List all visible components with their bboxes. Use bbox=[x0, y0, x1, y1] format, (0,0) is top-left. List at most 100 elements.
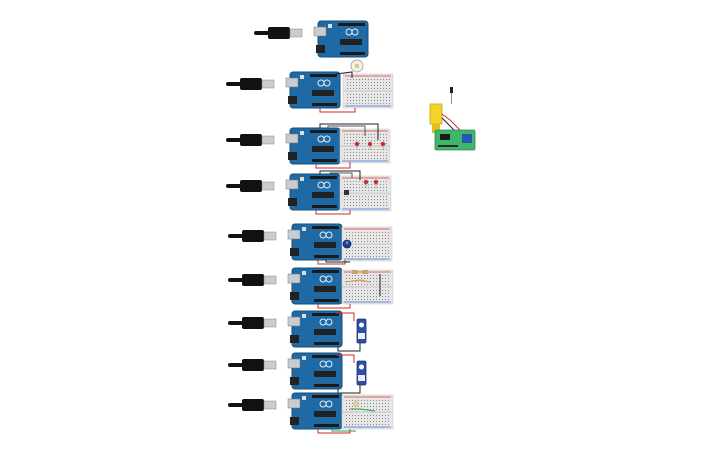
jumper-wire bbox=[325, 260, 350, 263]
microcontroller-chip bbox=[314, 286, 336, 292]
switch[interactable] bbox=[450, 87, 453, 93]
dc-motor[interactable] bbox=[429, 103, 443, 125]
microcontroller-chip bbox=[314, 329, 336, 335]
reset-button bbox=[302, 314, 306, 318]
led[interactable] bbox=[367, 141, 373, 147]
jumper-wire bbox=[331, 429, 356, 432]
power-jack bbox=[290, 292, 299, 300]
led[interactable] bbox=[380, 141, 386, 147]
jumper-wire bbox=[317, 304, 351, 309]
driver-chip bbox=[440, 134, 450, 140]
logo-mark bbox=[323, 181, 331, 189]
analog-header bbox=[314, 299, 339, 302]
power-jack bbox=[290, 248, 299, 256]
usb-port bbox=[285, 77, 299, 88]
breadboard-holes bbox=[346, 400, 389, 425]
jumper-wire bbox=[327, 125, 366, 136]
digital-header bbox=[312, 270, 339, 273]
rgb-led[interactable] bbox=[353, 401, 359, 407]
circuit-arduino-rgb-breadboard[interactable] bbox=[228, 392, 394, 434]
jumper-wire bbox=[315, 162, 351, 169]
power-jack bbox=[288, 198, 297, 206]
usb-plug-body bbox=[242, 230, 264, 242]
analog-header bbox=[312, 159, 337, 162]
sensor bbox=[362, 270, 368, 274]
sensor-lead bbox=[344, 279, 371, 283]
usb-port bbox=[313, 26, 327, 37]
circuit-arduino-servo-b[interactable] bbox=[228, 352, 367, 394]
usb-plug-body bbox=[268, 27, 290, 39]
led[interactable] bbox=[354, 141, 360, 147]
usb-port bbox=[285, 133, 299, 144]
led[interactable] bbox=[373, 179, 379, 185]
jumper-wire bbox=[337, 343, 361, 352]
breadboard-holes bbox=[344, 134, 387, 159]
logo-mark bbox=[325, 400, 333, 408]
breadboard-channel bbox=[340, 192, 391, 195]
logo-mark bbox=[325, 231, 333, 239]
pushbutton[interactable] bbox=[344, 190, 349, 195]
analog-header bbox=[314, 384, 339, 387]
pushbutton-cap bbox=[355, 64, 359, 68]
logo-mark bbox=[323, 79, 331, 87]
microcontroller-chip bbox=[312, 146, 334, 152]
logo-mark bbox=[351, 28, 359, 36]
circuit-arduino-potentiometer[interactable] bbox=[228, 223, 393, 265]
microcontroller-chip bbox=[314, 242, 336, 248]
circuit-arduino-only[interactable] bbox=[254, 20, 369, 58]
circuit-arduino-sensor-leds[interactable] bbox=[228, 267, 394, 309]
breadboard-holes bbox=[347, 79, 390, 104]
logo-mark bbox=[323, 135, 331, 143]
usb-plug-metal bbox=[263, 400, 277, 410]
breadboard-holes bbox=[344, 181, 387, 206]
breadboard-channel bbox=[342, 286, 393, 288]
reset-button bbox=[302, 227, 306, 231]
digital-header bbox=[310, 130, 337, 133]
usb-plug-body bbox=[242, 274, 264, 286]
microcontroller-chip bbox=[340, 39, 362, 45]
terminal-block bbox=[462, 134, 472, 143]
usb-plug-metal bbox=[261, 135, 275, 145]
digital-header bbox=[310, 74, 337, 77]
microcontroller-chip bbox=[312, 192, 334, 198]
usb-port bbox=[287, 316, 301, 327]
power-jack bbox=[290, 417, 299, 425]
servo-horn bbox=[359, 364, 364, 370]
usb-port bbox=[287, 398, 301, 409]
jumper-wire bbox=[319, 108, 356, 113]
motor-driver-assembly[interactable] bbox=[429, 87, 476, 151]
analog-header bbox=[340, 52, 365, 55]
power-jack bbox=[288, 96, 297, 104]
breadboard-channel bbox=[342, 411, 393, 413]
digital-header bbox=[312, 313, 339, 316]
power-jack bbox=[290, 377, 299, 385]
reset-button bbox=[300, 177, 304, 181]
usb-port bbox=[287, 229, 301, 240]
circuit-arduino-three-leds[interactable] bbox=[226, 123, 391, 169]
servo-horn bbox=[359, 322, 364, 328]
circuit-arduino-leds-button[interactable] bbox=[226, 170, 392, 215]
led[interactable] bbox=[363, 179, 369, 185]
reset-button bbox=[302, 271, 306, 275]
usb-plug-body bbox=[240, 78, 262, 90]
circuit-arduino-button-breadboard[interactable] bbox=[226, 59, 394, 113]
servo-label bbox=[358, 375, 365, 381]
breadboard-channel bbox=[343, 90, 393, 92]
usb-plug-metal bbox=[263, 360, 277, 370]
circuit-arduino-servo-a[interactable] bbox=[228, 310, 367, 352]
power-jack bbox=[290, 335, 299, 343]
usb-plug-metal bbox=[289, 28, 303, 38]
usb-plug-body bbox=[240, 134, 262, 146]
digital-header bbox=[338, 23, 365, 26]
usb-plug-body bbox=[240, 180, 262, 192]
breadboard-channel bbox=[340, 145, 390, 147]
logo-mark bbox=[325, 318, 333, 326]
jumper-wire bbox=[336, 354, 355, 363]
digital-header bbox=[310, 176, 337, 179]
analog-header bbox=[312, 205, 337, 208]
breadboard-channel bbox=[342, 243, 392, 245]
microcontroller-chip bbox=[312, 90, 334, 96]
sensor[interactable] bbox=[352, 270, 358, 274]
